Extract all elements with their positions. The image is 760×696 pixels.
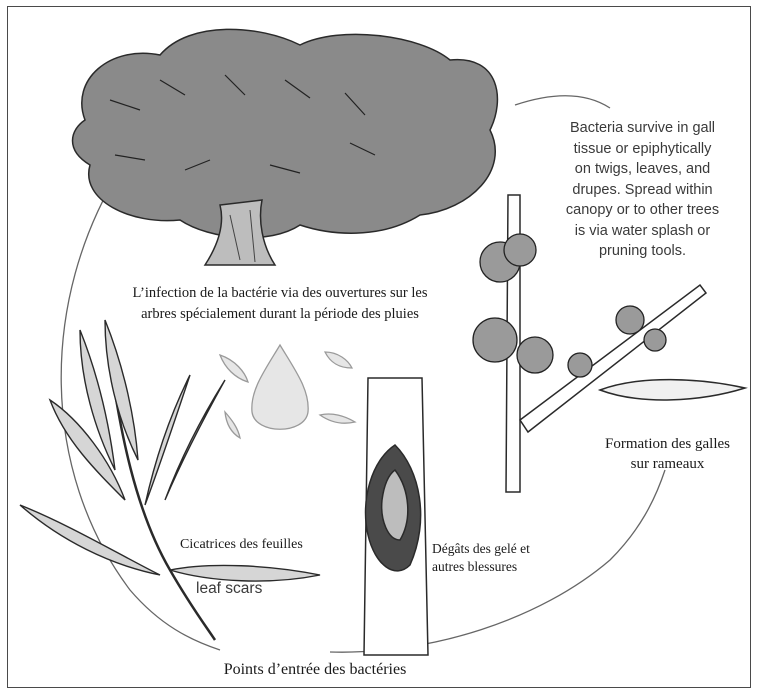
entry-points-caption: Points d’entrée des bactéries (150, 661, 480, 679)
tree-canopy (73, 29, 498, 237)
olive-tree (73, 29, 498, 265)
galls-formation-label: Formation des galles sur rameaux (585, 434, 750, 474)
twig-leaf (145, 375, 190, 505)
scar-leaf (170, 565, 320, 581)
leaf-scars-fr-label: Cicatrices des feuilles (180, 537, 350, 553)
twig-leaf (50, 400, 125, 500)
infection-label: L’infection de la bactérie via des ouver… (80, 283, 480, 325)
water-drop-icon (220, 345, 355, 438)
leaf-scars-en-label: leaf scars (196, 580, 306, 598)
twig-leaf (165, 380, 225, 500)
frost-damage-label: Dégâts des gelé et autres blessures (432, 540, 572, 576)
cycle-arc-right (515, 96, 610, 108)
branch-small-leaf (600, 380, 745, 400)
cycle-arc-left (61, 170, 220, 650)
twig-leaf (20, 505, 160, 575)
frost-wound-trunk (364, 378, 428, 655)
bacteria-survive-label: Bacteria survive in gall tissue or epiph… (535, 118, 750, 262)
